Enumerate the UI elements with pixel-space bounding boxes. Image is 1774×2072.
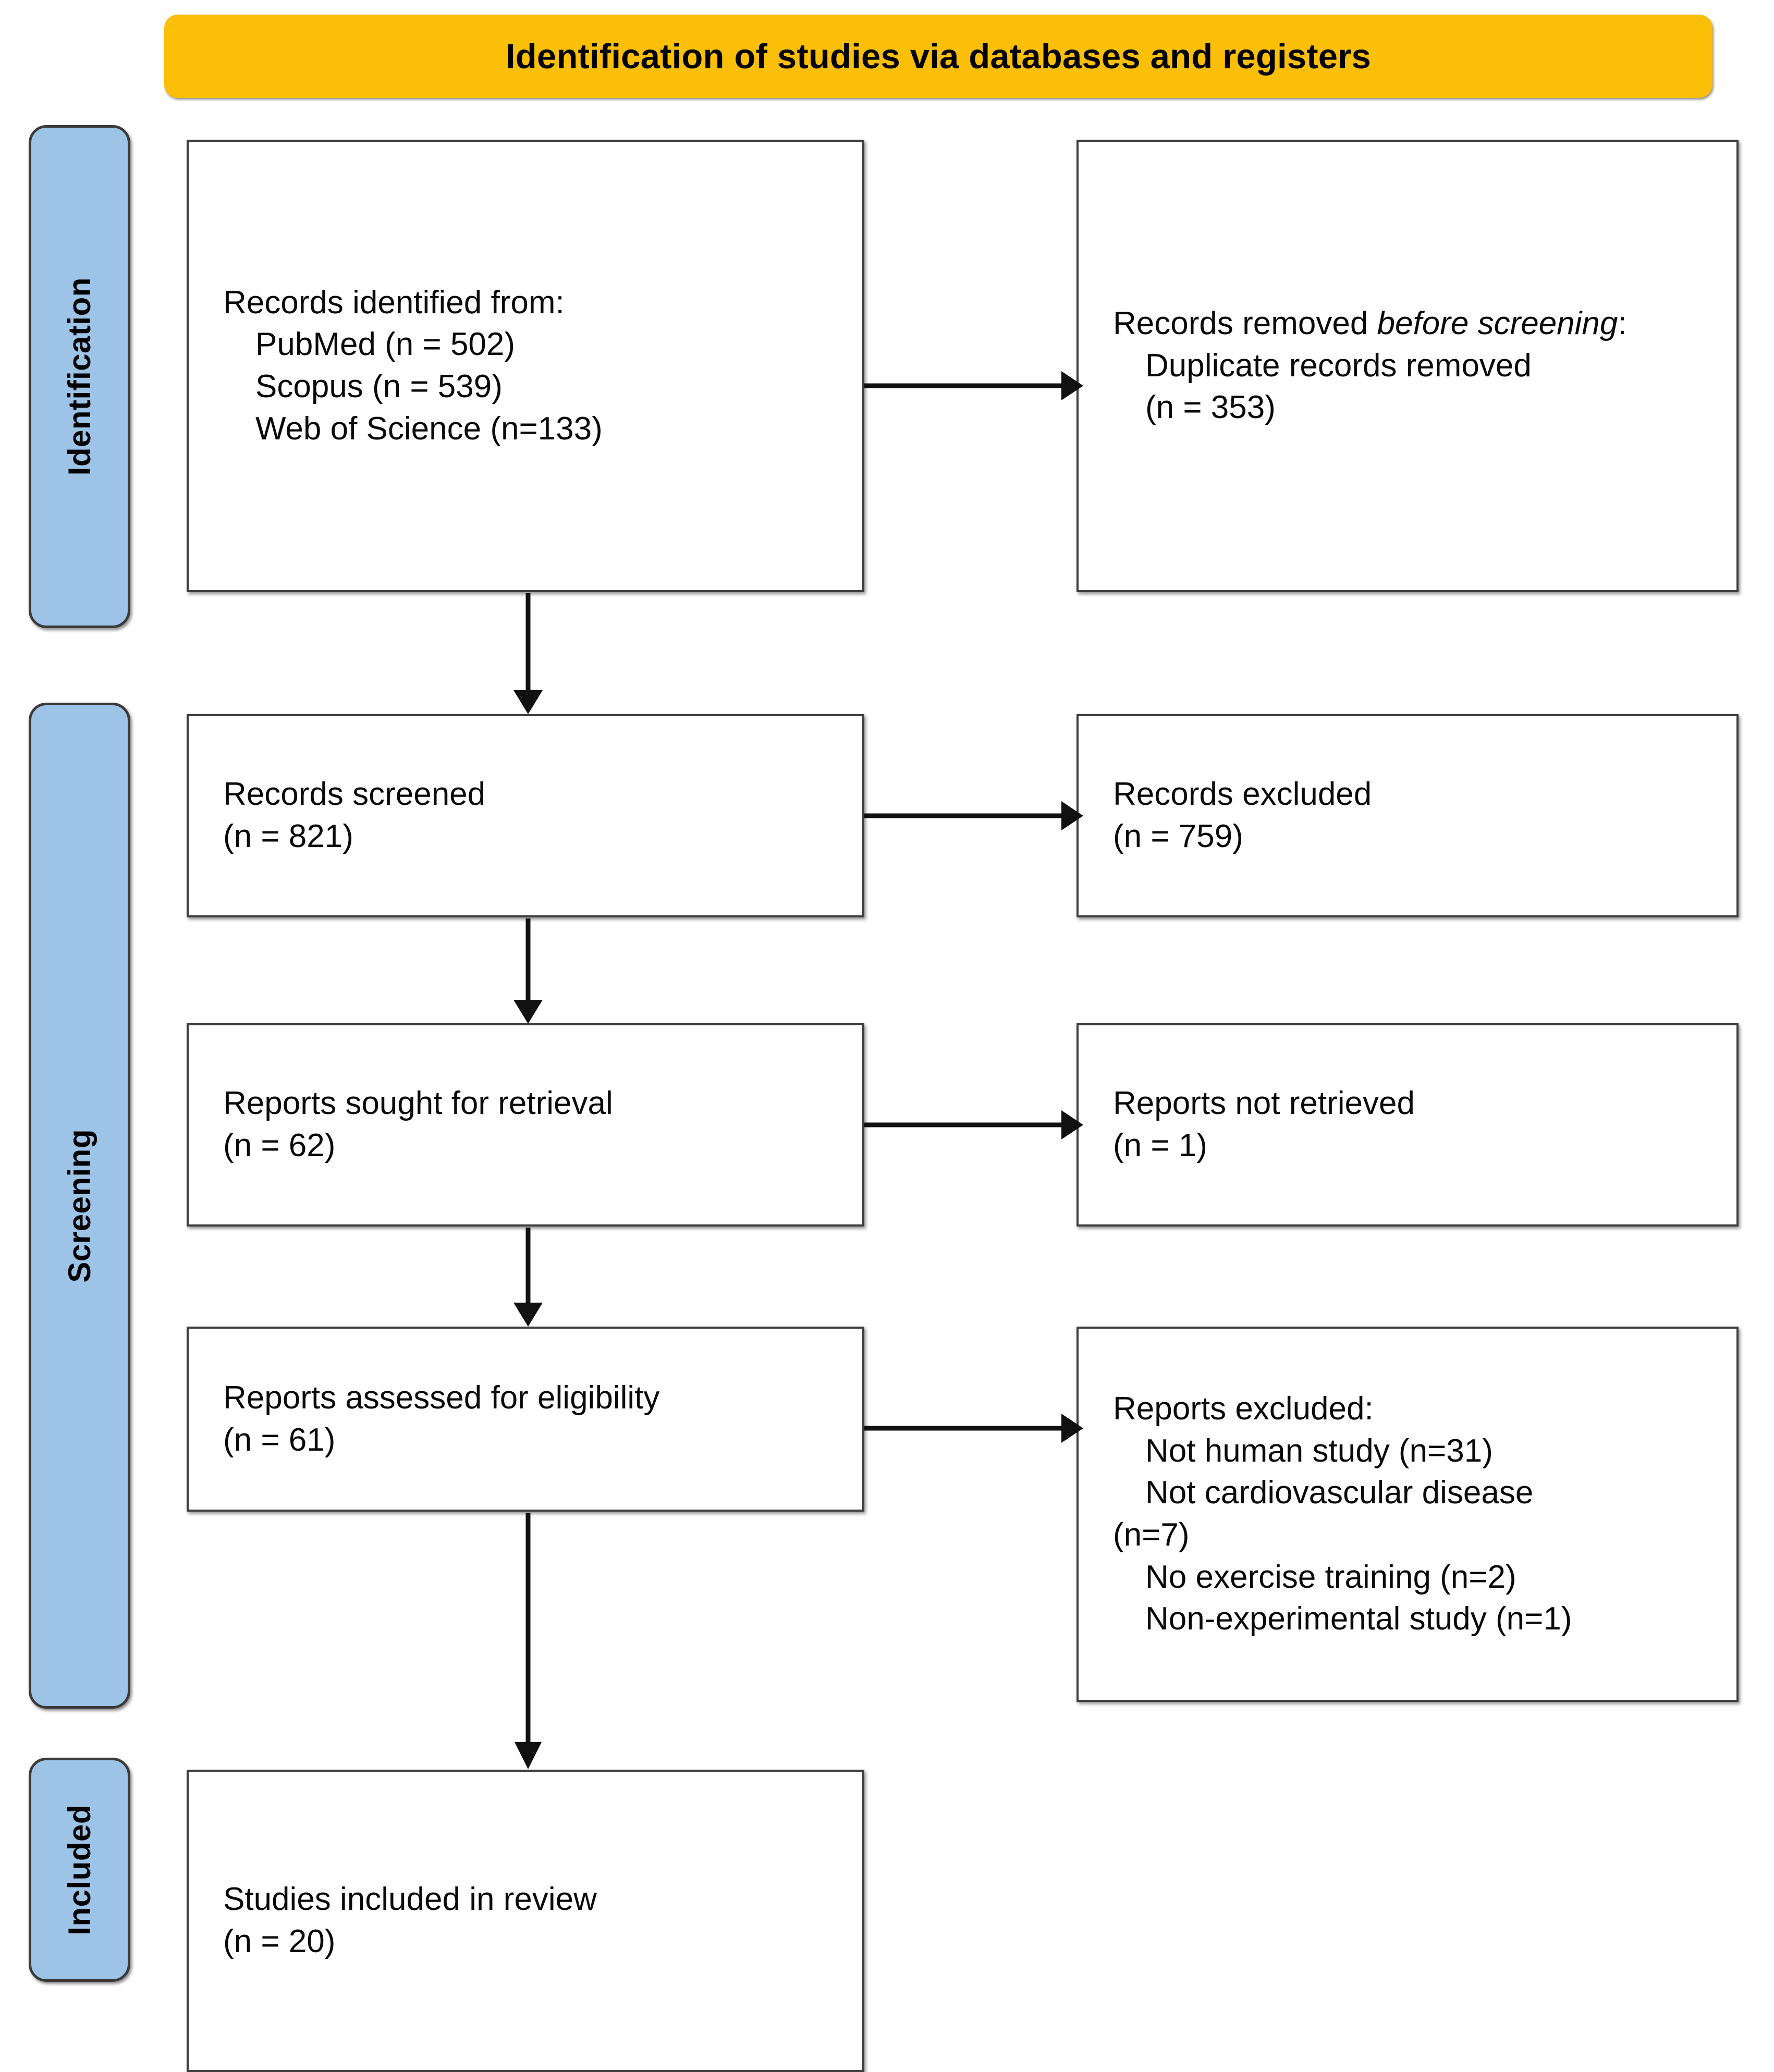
reports-not-retrieved-heading: Reports not retrieved — [1113, 1085, 1415, 1122]
box-records-identified: Records identified from: PubMed (n = 502… — [187, 140, 864, 592]
box-reports-not-retrieved: Reports not retrieved (n = 1) — [1076, 1023, 1739, 1227]
arrow-identified-to-screened-icon — [507, 593, 549, 714]
reports-excluded-reason-not-cvd: Not cardiovascular disease — [1145, 1475, 1534, 1511]
records-identified-heading: Records identified from: — [223, 284, 565, 321]
records-removed-heading-tail: : — [1618, 305, 1627, 342]
records-screened-count: (n = 821) — [223, 818, 353, 854]
reports-excluded-reason-not-cvd-count: (n=7) — [1113, 1517, 1190, 1553]
reports-sought-heading: Reports sought for retrieval — [223, 1085, 613, 1122]
records-excluded-count: (n = 759) — [1113, 818, 1243, 854]
box-reports-excluded: Reports excluded: Not human study (n=31)… — [1076, 1327, 1739, 1702]
records-removed-heading-plain: Records removed — [1113, 305, 1377, 342]
records-screened-heading: Records screened — [223, 776, 486, 813]
records-removed-heading-italic: before screening — [1377, 305, 1618, 342]
reports-excluded-heading: Reports excluded: — [1113, 1391, 1374, 1427]
arrow-screened-to-sought-icon — [507, 918, 549, 1024]
arrow-screened-to-excluded-icon — [864, 795, 1083, 837]
box-reports-sought: Reports sought for retrieval (n = 62) — [187, 1023, 864, 1227]
arrow-identified-to-removed-icon — [864, 365, 1083, 407]
arrow-sought-to-not-retrieved-icon — [864, 1104, 1083, 1146]
box-reports-assessed: Reports assessed for eligibility (n = 61… — [187, 1327, 864, 1512]
reports-excluded-reason-non-experimental: Non-experimental study (n=1) — [1145, 1601, 1572, 1637]
arrow-sought-to-assessed-icon — [507, 1228, 549, 1327]
records-removed-count: (n = 353) — [1145, 389, 1276, 426]
records-removed-heading: Records removed before screening: — [1113, 303, 1726, 345]
diagram-header-banner: Identification of studies via databases … — [164, 15, 1712, 98]
records-removed-item-duplicates: Duplicate records removed — [1145, 347, 1532, 384]
stage-label-identification: Identification — [29, 125, 130, 628]
records-excluded-heading: Records excluded — [1113, 776, 1372, 813]
stage-label-screening: Screening — [29, 703, 130, 1709]
records-identified-source-scopus: Scopus (n = 539) — [255, 369, 503, 404]
arrow-assessed-to-excluded-icon — [864, 1407, 1083, 1449]
records-identified-source-pubmed: PubMed (n = 502) — [255, 326, 516, 363]
box-records-excluded: Records excluded (n = 759) — [1076, 714, 1739, 917]
reports-sought-count: (n = 62) — [223, 1127, 336, 1163]
box-studies-included: Studies included in review (n = 20) — [187, 1770, 864, 2072]
arrow-assessed-to-included-icon — [507, 1513, 549, 1769]
page-title: Identification of studies via databases … — [505, 36, 1372, 76]
reports-assessed-heading: Reports assessed for eligibility — [223, 1379, 660, 1416]
reports-assessed-count: (n = 61) — [223, 1421, 336, 1458]
stage-label-included-text: Included — [62, 1804, 97, 1935]
reports-not-retrieved-count: (n = 1) — [1113, 1127, 1207, 1163]
box-records-screened: Records screened (n = 821) — [187, 714, 864, 917]
records-identified-source-wos: Web of Science (n=133) — [255, 410, 603, 447]
box-records-removed: Records removed before screening: Duplic… — [1076, 140, 1739, 592]
studies-included-count: (n = 20) — [223, 1923, 336, 1959]
reports-excluded-reason-not-human: Not human study (n=31) — [1145, 1432, 1493, 1469]
stage-label-identification-text: Identification — [62, 277, 97, 476]
studies-included-heading: Studies included in review — [223, 1881, 597, 1918]
reports-excluded-reason-no-exercise: No exercise training (n=2) — [1145, 1559, 1516, 1595]
stage-label-screening-text: Screening — [62, 1129, 97, 1283]
stage-label-included: Included — [29, 1758, 130, 1982]
